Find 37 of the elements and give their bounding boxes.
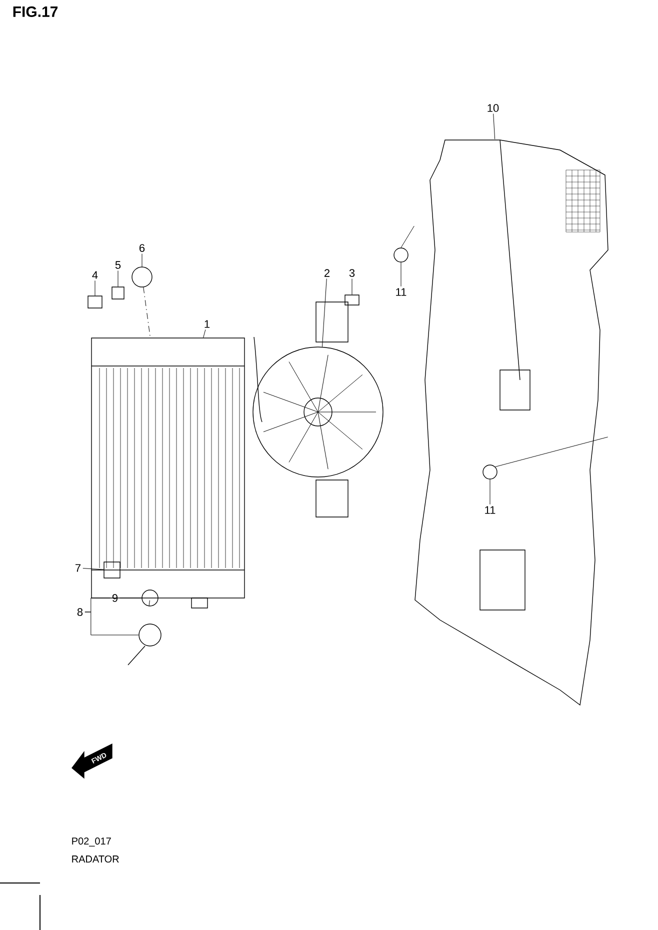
clip-drawing: [104, 562, 120, 578]
callout-number: 11: [394, 286, 408, 298]
callout-number: 8: [75, 606, 85, 618]
callout-number: 2: [322, 268, 332, 278]
assembly-line: [494, 436, 608, 468]
bolt-drawing: [88, 296, 102, 308]
drawing-name: RADATOR: [72, 855, 119, 863]
drawing-code: P02_017: [72, 838, 111, 846]
fan-drawing: [252, 302, 384, 518]
shroud-drawing: [414, 140, 608, 706]
assembly-line: [143, 287, 150, 338]
callout-number: 4: [90, 270, 100, 280]
callout-number: 1: [202, 318, 212, 330]
callout-number: 5: [113, 260, 123, 270]
leader-line: [82, 568, 104, 570]
radiator-drawing: [91, 338, 245, 608]
callout-number: 3: [347, 268, 357, 278]
leader-line: [493, 114, 496, 140]
assembly-line: [148, 598, 150, 607]
figure-title: FIG.17: [13, 6, 58, 17]
callout-number: 7: [73, 562, 83, 574]
leader-line: [94, 280, 96, 296]
bolt-drawing: [344, 294, 360, 306]
leader-line: [84, 612, 139, 636]
callout-number: 10: [485, 102, 501, 114]
o-ring-drawing: [142, 590, 158, 606]
leader-line: [203, 329, 206, 338]
callout-number: 11: [482, 504, 498, 516]
grommet-drawing: [132, 266, 152, 288]
assembly-line: [400, 226, 414, 248]
callout-number: 6: [137, 242, 147, 254]
leader-line: [322, 278, 327, 348]
leader-line: [400, 262, 402, 287]
clip-drawing: [482, 464, 498, 480]
collar-drawing: [112, 286, 124, 300]
sensor-drawing: [128, 624, 162, 666]
clip-drawing: [394, 248, 408, 262]
